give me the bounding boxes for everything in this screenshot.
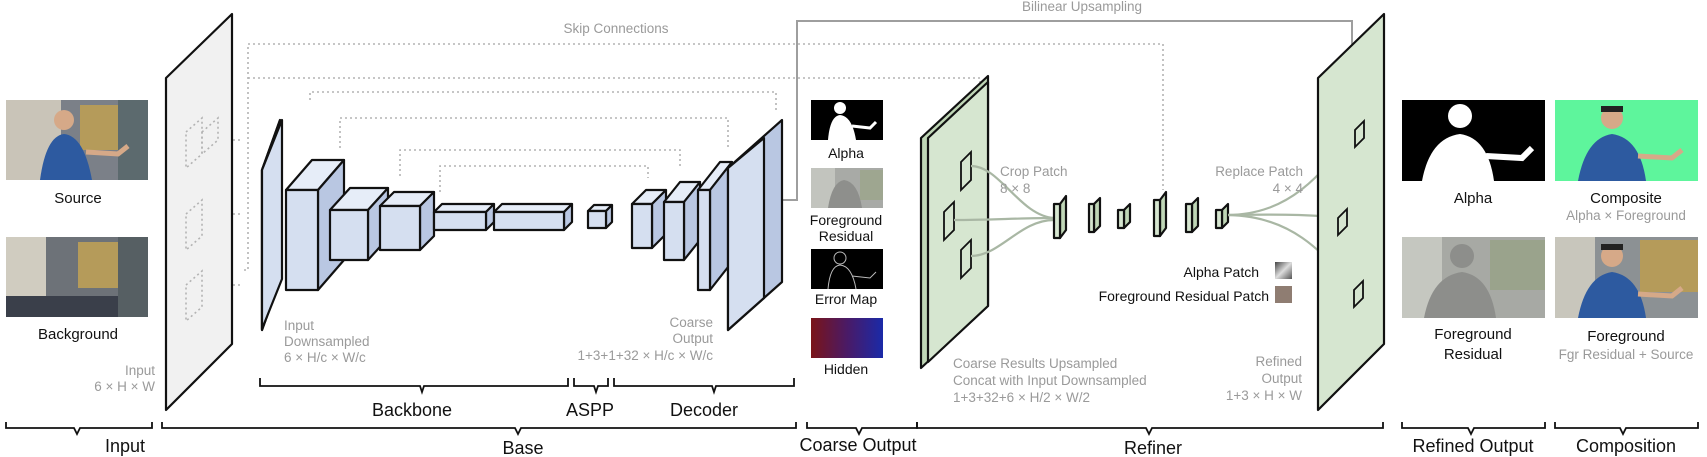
- foreground-image: [1555, 237, 1698, 318]
- refiner-block-6: [1214, 202, 1230, 230]
- composite-label-1: Composite: [1590, 190, 1662, 207]
- refiner-block-4: [1152, 190, 1168, 238]
- fgr-residual-patch-label: Foreground Residual Patch: [1099, 288, 1269, 304]
- alpha-patch-label: Alpha Patch: [1184, 264, 1260, 280]
- decoder-block-1: [630, 188, 668, 250]
- coarse-output-section-label: Coarse Output: [799, 435, 916, 455]
- decoder-section-label: Decoder: [670, 400, 738, 420]
- skip-connections-label: Skip Connections: [563, 21, 668, 36]
- base-section-label: Base: [502, 438, 543, 457]
- input-downsampled-label-2: Downsampled: [284, 334, 370, 349]
- crop-patch-flows: [953, 164, 1055, 258]
- source-label: Source: [54, 190, 102, 207]
- coarse-output-label-2: Output: [672, 331, 713, 346]
- input-dims-label: 6 × H × W: [94, 379, 155, 394]
- refined-alpha-label: Alpha: [1454, 190, 1493, 207]
- coarse-output-label-1: Coarse: [669, 315, 713, 330]
- refined-output-section-label: Refined Output: [1412, 436, 1533, 456]
- decoder-block-2: [662, 180, 702, 262]
- main-braces: [5, 422, 1699, 437]
- refiner-input-plane: [919, 74, 990, 370]
- error-map-image: [811, 249, 883, 290]
- decoder-block-3: [696, 160, 734, 292]
- refined-alpha-image: [1402, 100, 1545, 181]
- input-downsampled-label-3: 6 × H/c × W/c: [284, 350, 366, 365]
- coarse-foreground-residual-label-1: Foreground: [810, 212, 882, 228]
- coarse-upsampled-label-2: Concat with Input Downsampled: [953, 373, 1147, 388]
- backbone-block-3: [378, 190, 436, 252]
- input-downsampled-label-1: Input: [284, 318, 314, 333]
- refined-foreground-residual-image: [1402, 237, 1545, 318]
- foreground-label-2: Fgr Residual + Source: [1559, 347, 1694, 362]
- backbone-block-4: [432, 202, 496, 232]
- refiner-block-2: [1087, 196, 1102, 234]
- coarse-output-label-3: 1+3+1+32 × H/c × W/c: [578, 348, 714, 363]
- background-label: Background: [38, 326, 118, 343]
- crop-patch-label-2: 8 × 8: [1000, 181, 1030, 196]
- composite-image: [1555, 100, 1698, 181]
- refiner-block-5: [1184, 196, 1200, 234]
- bilinear-upsampling-line: [782, 20, 1353, 201]
- crop-patch-label-1: Crop Patch: [1000, 164, 1068, 179]
- coarse-alpha-image: [811, 100, 883, 140]
- foreground-label-1: Foreground: [1587, 328, 1665, 345]
- backbone-section-label: Backbone: [372, 400, 452, 420]
- refiner-section-label: Refiner: [1124, 438, 1182, 457]
- refined-foreground-residual-label-2: Residual: [1444, 346, 1502, 363]
- replace-patch-label-1: Replace Patch: [1215, 164, 1303, 179]
- error-map-label: Error Map: [815, 291, 877, 307]
- background-image: [6, 237, 148, 317]
- input-label: Input: [125, 363, 155, 378]
- refiner-block-3: [1116, 202, 1132, 230]
- sub-braces: [259, 378, 795, 395]
- bilinear-upsampling-label: Bilinear Upsampling: [1022, 0, 1142, 14]
- input-plane: [164, 12, 234, 412]
- input-downsampled-plane: [260, 118, 284, 331]
- coarse-output-plane: [726, 118, 784, 332]
- hidden-image: [811, 318, 883, 358]
- alpha-patch-swatch: [1275, 262, 1292, 279]
- replace-patch-label-2: 4 × 4: [1273, 181, 1304, 196]
- composition-section-label: Composition: [1576, 436, 1676, 456]
- fgr-residual-patch-swatch: [1275, 286, 1292, 303]
- refined-output-label-1: Refined: [1255, 354, 1302, 369]
- hidden-label: Hidden: [824, 361, 868, 377]
- refined-output-plane: [1316, 12, 1386, 412]
- coarse-upsampled-label-1: Coarse Results Upsampled: [953, 356, 1117, 371]
- refined-foreground-residual-label-1: Foreground: [1434, 326, 1512, 343]
- source-image: [6, 100, 148, 180]
- backbone-block-5: [492, 202, 574, 232]
- input-section-label: Input: [105, 436, 145, 456]
- refined-output-label-2: Output: [1261, 371, 1302, 386]
- aspp-section-label: ASPP: [566, 400, 614, 420]
- aspp-block: [586, 203, 614, 230]
- refiner-block-1: [1052, 194, 1068, 240]
- refined-output-label-3: 1+3 × H × W: [1226, 388, 1302, 403]
- coarse-alpha-label: Alpha: [828, 145, 864, 161]
- coarse-foreground-residual-label-2: Residual: [819, 228, 873, 244]
- coarse-foreground-residual-image: [811, 168, 883, 208]
- coarse-upsampled-label-3: 1+3+32+6 × H/2 × W/2: [953, 390, 1090, 405]
- composite-label-2: Alpha × Foreground: [1566, 208, 1686, 223]
